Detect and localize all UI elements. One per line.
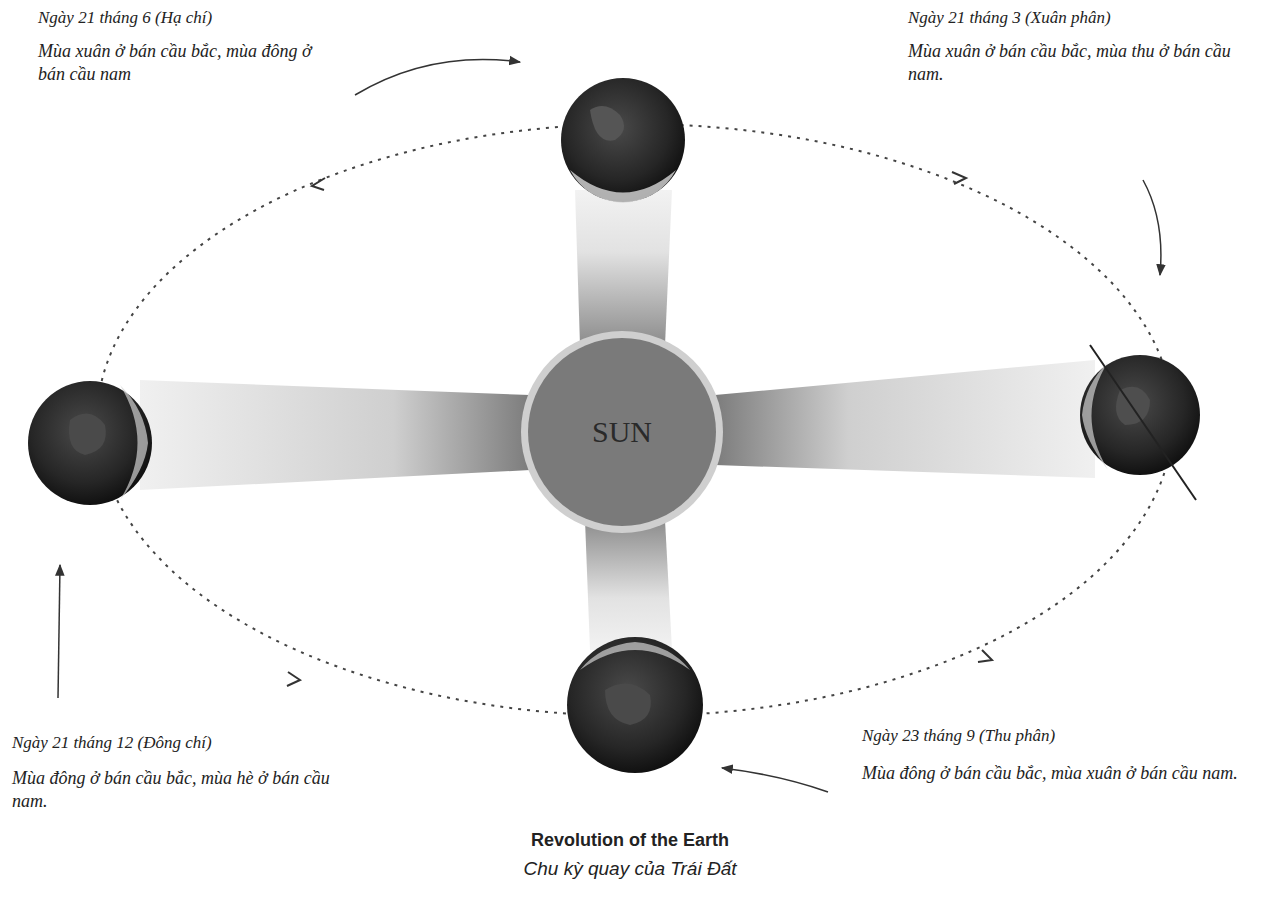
light-beam (575, 190, 672, 345)
sun-halo (521, 331, 723, 533)
season-note: Mùa đông ở bán cầu bắc, mùa xuân ở bán c… (862, 762, 1247, 785)
leader-arrow (1143, 180, 1161, 275)
earth-globe (567, 637, 703, 773)
light-beam (585, 520, 672, 650)
date-heading: Ngày 23 tháng 9 (Thu phân) (862, 726, 1202, 746)
light-beam (715, 360, 1095, 478)
sun-node: SUN (528, 338, 716, 526)
leader-arrow (722, 768, 828, 792)
orbit-arrow (952, 172, 966, 184)
diagram-title: Revolution of the Earth (430, 830, 830, 851)
orbit-path (97, 124, 1173, 716)
light-beam (140, 380, 530, 490)
season-note: Mùa xuân ở bán cầu bắc, mùa thu ở bán cầ… (908, 40, 1248, 86)
orbit-arrow (312, 178, 325, 190)
earth-globe (28, 381, 152, 505)
date-heading: Ngày 21 tháng 3 (Xuân phân) (908, 8, 1248, 28)
diagram-caption: Chu kỳ quay của Trái Đất (430, 858, 830, 880)
leader-arrow (58, 565, 60, 698)
date-heading: Ngày 21 tháng 6 (Hạ chí) (38, 8, 368, 28)
season-note: Mùa xuân ở bán cầu bắc, mùa đông ở bán c… (38, 40, 343, 86)
orbit-arrow (287, 672, 300, 686)
date-heading: Ngày 21 tháng 12 (Đông chí) (12, 733, 352, 753)
sun-disc (528, 338, 716, 526)
leader-arrow (355, 59, 520, 95)
season-note: Mùa đông ở bán cầu bắc, mùa hè ở bán cầu… (12, 767, 352, 813)
sun-label: SUN (592, 415, 652, 449)
earth-globe (1080, 345, 1200, 500)
orbit-arrow (978, 650, 992, 662)
earth-globe (561, 78, 685, 203)
